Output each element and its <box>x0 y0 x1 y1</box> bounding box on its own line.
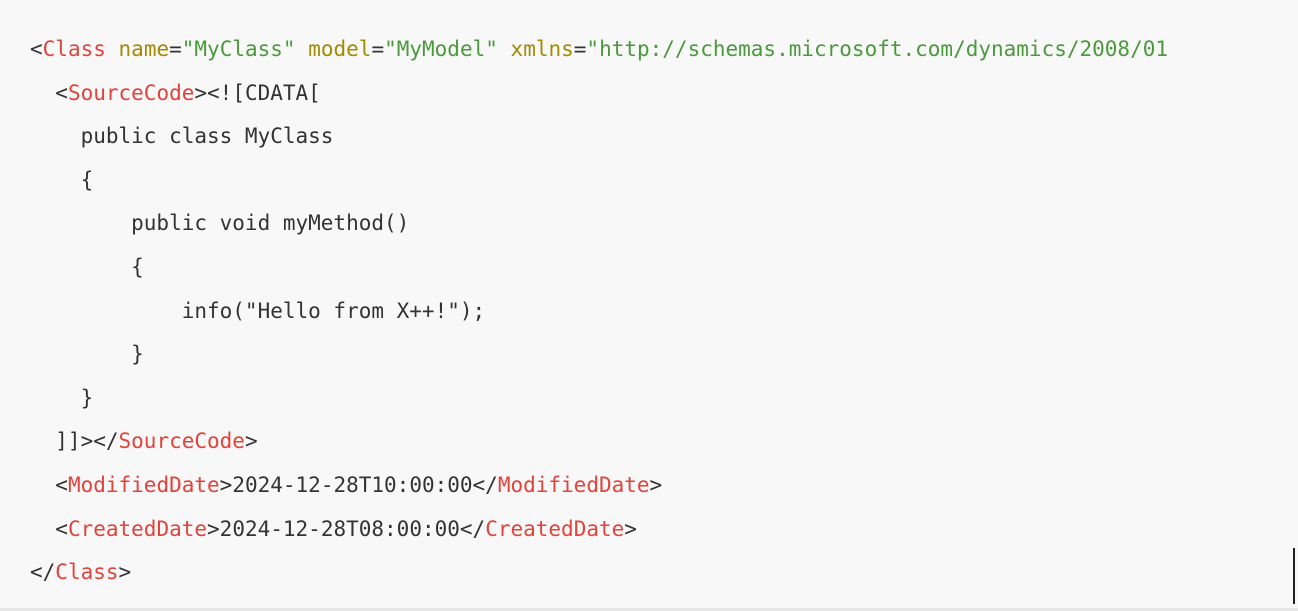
code-token-text: < <box>30 472 68 497</box>
code-token-tag: ModifiedDate <box>67 472 220 497</box>
code-token-tag: SourceCode <box>67 80 195 105</box>
code-token-text: } <box>30 385 94 410</box>
code-token-string: "http://schemas.microsoft.com/dynamics/2… <box>586 37 1169 61</box>
code-token-text: { <box>30 254 144 279</box>
code-token-tag: CreatedDate <box>485 516 625 541</box>
code-token-text: 2024-12-28T08:00:00 <box>219 516 460 541</box>
code-token-text: } <box>30 342 144 367</box>
code-token-punct: < <box>30 37 43 61</box>
code-token-punct: </ <box>459 516 486 541</box>
code-token-tag: Class <box>42 37 106 61</box>
code-token-text: { <box>30 167 94 192</box>
code-line: </Class> <box>30 551 1168 595</box>
code-content[interactable]: <Class name="MyClass" model="MyModel" xm… <box>30 28 1168 595</box>
code-token-text <box>498 37 511 61</box>
window-edge <box>1293 548 1295 604</box>
code-token-string: "MyClass" <box>181 37 296 61</box>
code-token-text: info("Hello from X++!"); <box>30 298 486 323</box>
code-line: <ModifiedDate>2024-12-28T10:00:00</Modif… <box>30 464 1168 508</box>
code-token-tag: Class <box>55 560 119 585</box>
code-token-punct: > <box>219 472 233 497</box>
code-token-text: ]]></ <box>30 429 119 454</box>
code-token-tag: SourceCode <box>118 429 245 454</box>
code-token-punct: > <box>649 472 663 497</box>
code-line: { <box>30 246 1168 290</box>
code-token-attr: model <box>308 37 372 61</box>
code-token-attr: xmlns <box>510 37 574 61</box>
code-token-text: public class MyClass <box>30 124 334 149</box>
code-token-tag: CreatedDate <box>67 516 208 541</box>
code-token-punct: > <box>118 560 132 585</box>
code-line: { <box>30 159 1168 203</box>
code-line: public class MyClass <box>30 115 1168 159</box>
code-token-punct: > <box>207 516 220 541</box>
code-token-attr: name <box>118 37 170 61</box>
code-token-punct: </ <box>472 472 498 497</box>
code-token-punct: > <box>244 429 258 454</box>
code-token-text: < <box>30 516 68 541</box>
code-token-tag: ModifiedDate <box>497 472 650 497</box>
code-line: <SourceCode><![CDATA[ <box>30 72 1168 116</box>
code-line: <CreatedDate>2024-12-28T08:00:00</Create… <box>30 508 1168 552</box>
code-token-text: public void myMethod() <box>30 211 410 236</box>
code-line: } <box>30 333 1168 377</box>
code-token-text <box>30 81 55 105</box>
code-token-string: "MyModel" <box>384 37 498 61</box>
code-line: public void myMethod() <box>30 202 1168 246</box>
code-token-punct: = <box>169 37 182 61</box>
code-token-text <box>106 37 119 61</box>
code-token-punct: > <box>624 516 637 541</box>
code-token-text: 2024-12-28T10:00:00 <box>232 472 473 497</box>
code-token-punct: ><![CDATA[ <box>194 80 321 105</box>
code-token-punct: </ <box>30 560 56 585</box>
code-token-punct: = <box>371 37 385 61</box>
code-token-punct: = <box>573 37 587 61</box>
code-line: } <box>30 377 1168 421</box>
code-token-punct: < <box>55 80 68 105</box>
code-line: ]]></SourceCode> <box>30 420 1168 464</box>
code-line: info("Hello from X++!"); <box>30 290 1168 334</box>
code-token-text <box>296 37 309 61</box>
code-line: <Class name="MyClass" model="MyModel" xm… <box>30 28 1168 72</box>
